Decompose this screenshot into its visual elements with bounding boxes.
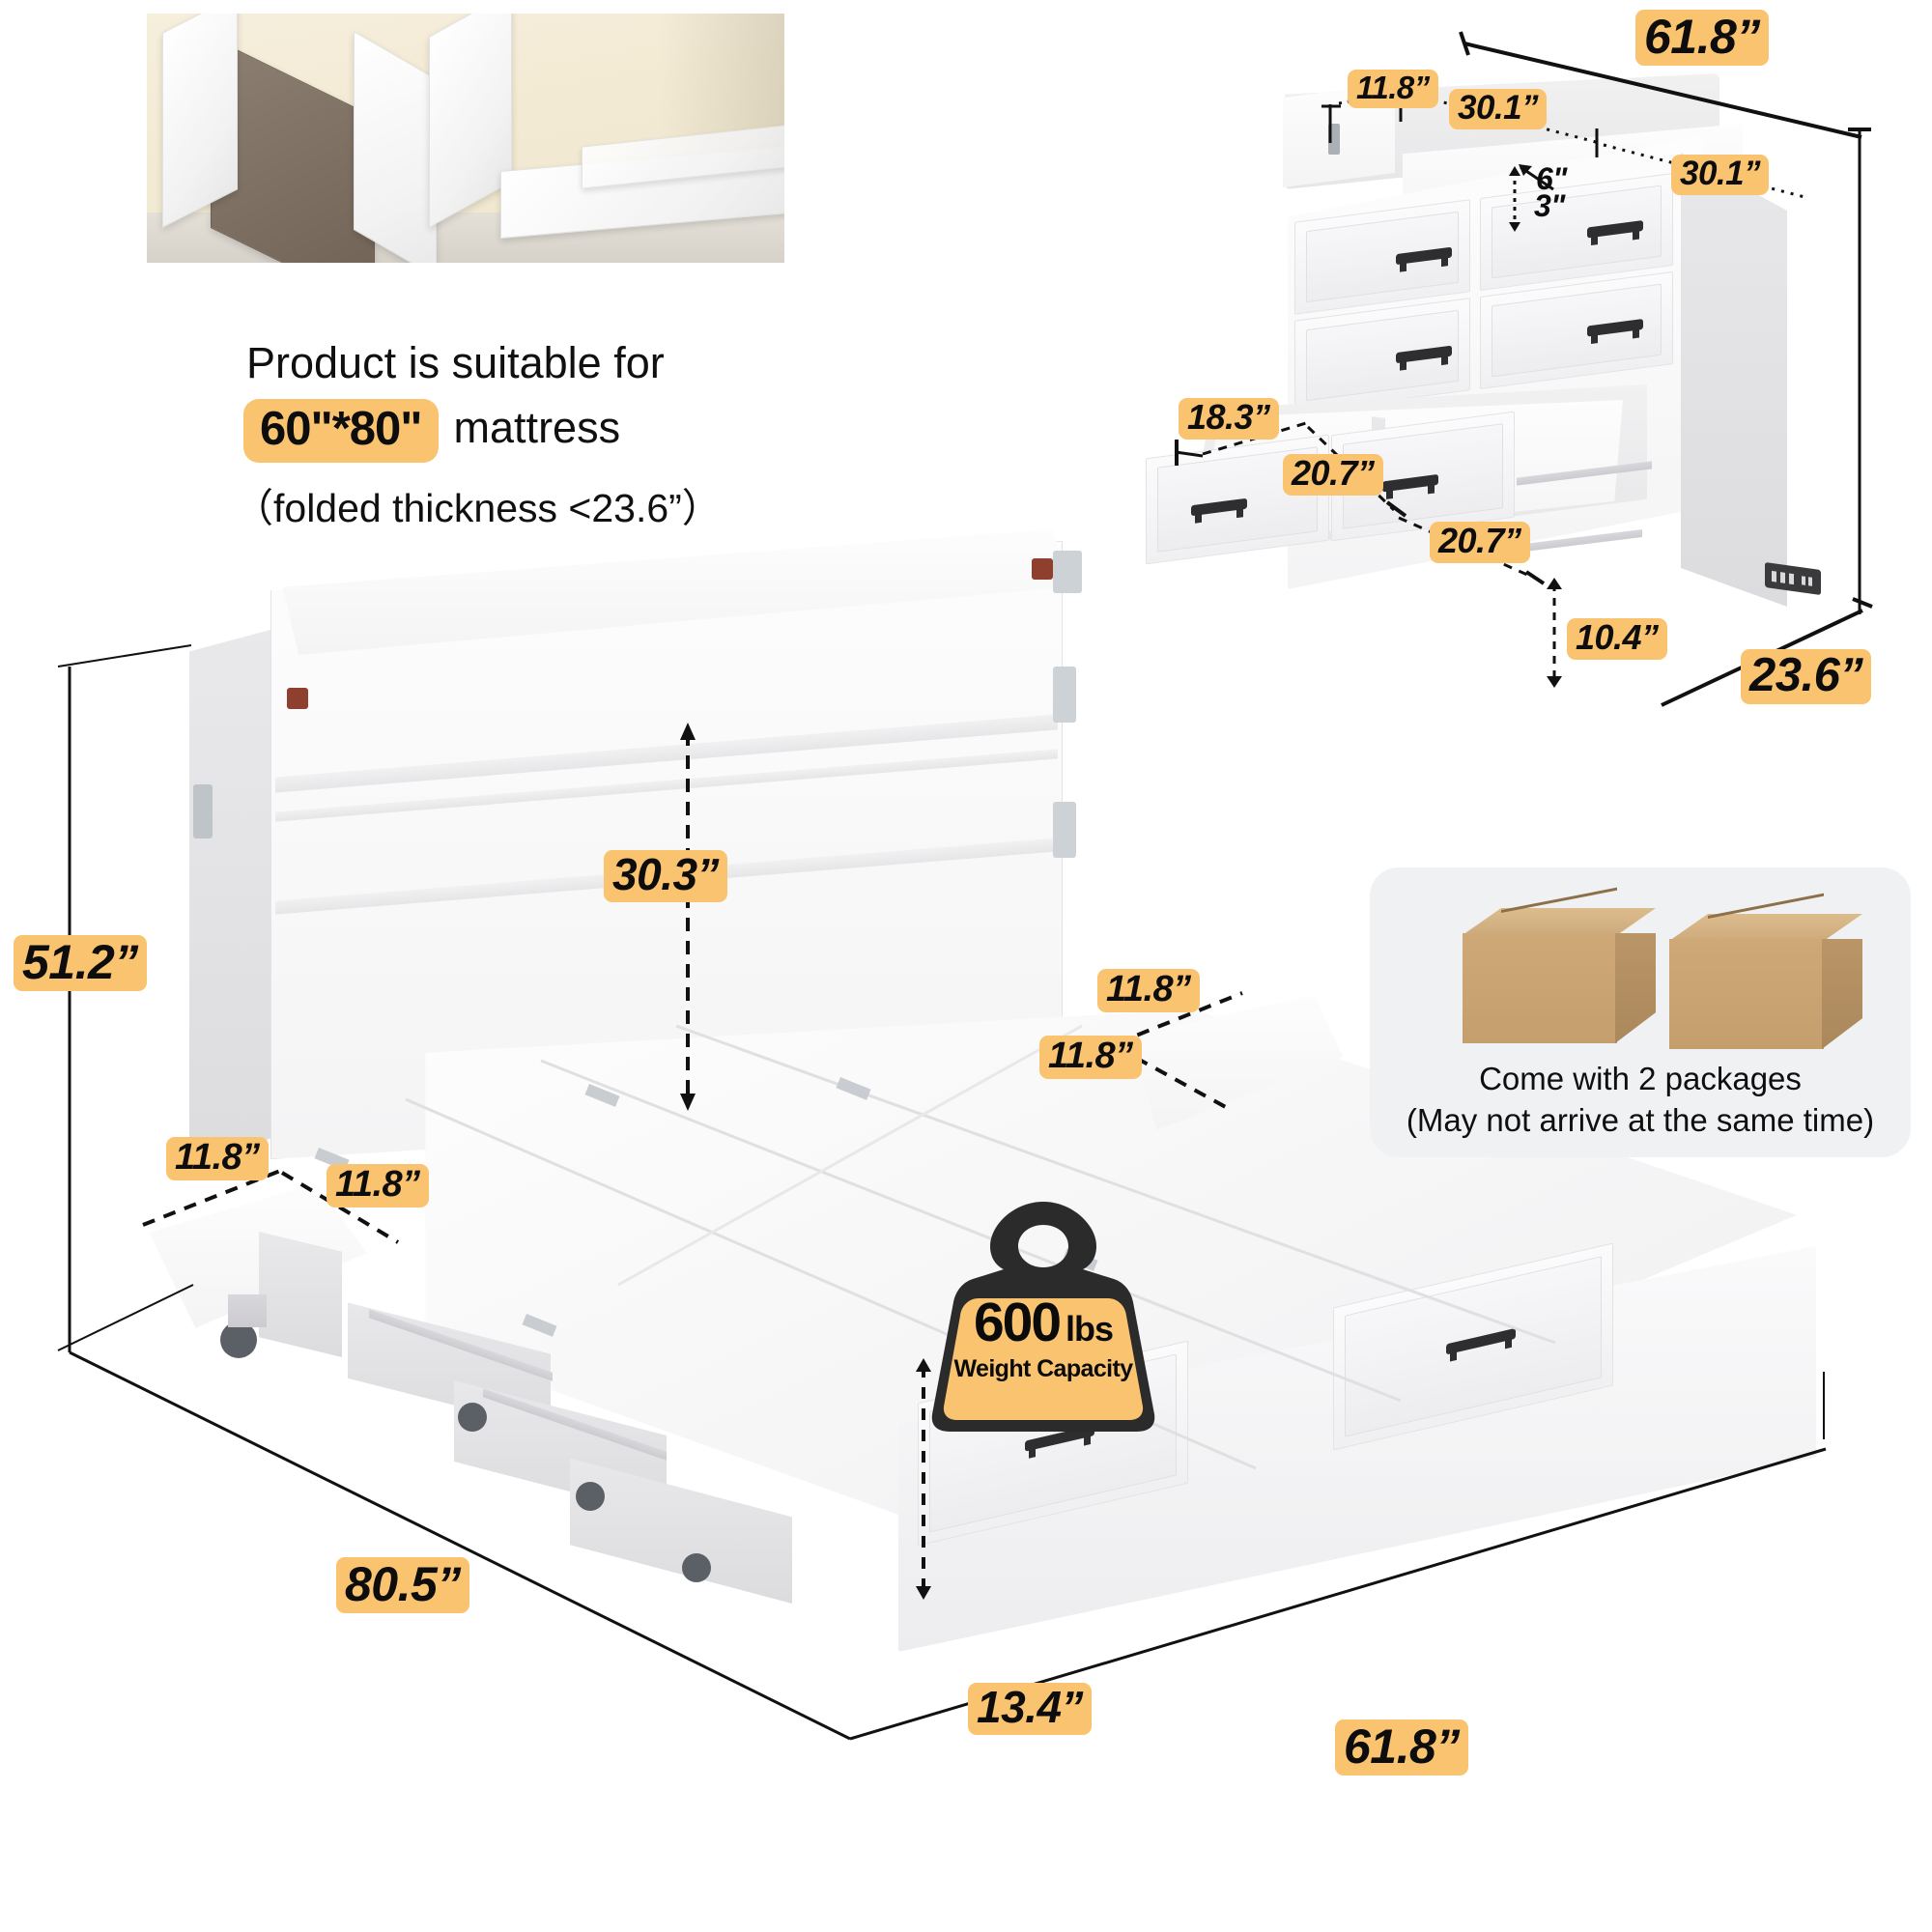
bed-left-support-column — [259, 1232, 342, 1357]
bed-lid-hinge-right — [1053, 551, 1082, 593]
dim-drawer-inner-right-20-7: 20.7” — [1430, 522, 1530, 563]
dim-base-height-13-4: 13.4” — [968, 1683, 1093, 1735]
cabinet-hinge — [1328, 124, 1340, 155]
dim-right-tray-bottom-11-8: 11.8” — [1039, 1036, 1142, 1080]
weight-unit: lbs — [1065, 1309, 1114, 1349]
dim-drawer-depth-18-3: 18.3” — [1179, 398, 1279, 440]
packages-info-panel: Come with 2 packages (May not arrive at … — [1370, 867, 1911, 1157]
outlet-socket-slot — [1789, 573, 1794, 585]
bed-storage-drawer-3 — [570, 1458, 792, 1604]
dim-shelf-span-left-30-1: 30.1” — [1449, 89, 1548, 129]
outlet-socket-slot — [1772, 570, 1776, 582]
dim-bed-width-61-8: 61.8” — [1335, 1719, 1468, 1776]
dim-headboard-30-3: 30.3” — [604, 850, 728, 902]
dim-drawer-height-10-4: 10.4” — [1567, 618, 1667, 660]
bed-caster-bracket — [228, 1294, 267, 1327]
bed-lid-bracket-right — [1032, 558, 1053, 580]
bed-drawer-caster-3 — [682, 1553, 711, 1582]
packages-line-2: (May not arrive at the same time) — [1406, 1102, 1875, 1138]
dim-shelf-span-right-30-1: 30.1” — [1671, 155, 1770, 195]
bed-left-panel-hinge — [193, 784, 213, 838]
dim-left-tray-bottom-11-8: 11.8” — [327, 1164, 429, 1208]
mattress-fold-2 — [354, 31, 437, 263]
dim-bed-height-51-2: 51.2” — [14, 935, 147, 991]
dim-drawer-inner-left-20-7: 20.7” — [1283, 454, 1383, 496]
bed-drawer-caster-2 — [576, 1482, 605, 1511]
dim-left-tray-top-11-8: 11.8” — [166, 1137, 269, 1181]
box-top-face — [1463, 908, 1656, 935]
mattress-size-line: 60"*80" mattress — [243, 399, 620, 463]
bed-lid-bracket-left — [287, 688, 308, 709]
package-box-2 — [1669, 893, 1862, 1049]
cabinet-right-side — [1681, 153, 1787, 607]
mattress-size-badge: 60"*80" — [243, 399, 439, 463]
folded-thickness-line: （folded thickness <23.6”） — [234, 486, 722, 530]
outlet-socket-slot — [1780, 572, 1785, 583]
dim-right-tray-top-11-8: 11.8” — [1097, 969, 1200, 1013]
weight-value: 600 — [973, 1292, 1062, 1353]
box-front-face — [1463, 933, 1617, 1043]
outlet-usb-slot — [1802, 576, 1805, 585]
outlet-usb-slot — [1808, 577, 1812, 586]
box-side-face — [1822, 939, 1862, 1049]
box-side-face — [1615, 933, 1656, 1043]
suitable-for-line: Product is suitable for — [246, 338, 665, 387]
weight-caption: Weight Capacity — [953, 1355, 1133, 1382]
bed-drawer-caster-1 — [458, 1403, 487, 1432]
package-box-1 — [1463, 887, 1656, 1043]
bed-side-hinge-lower — [1053, 802, 1076, 858]
dim-cabinet-width-61-8: 61.8” — [1635, 10, 1769, 66]
packages-line-1: Come with 2 packages — [1479, 1061, 1802, 1096]
dim-cabinet-depth-23-6: 23.6” — [1741, 649, 1872, 704]
mattress-size-suffix: mattress — [453, 402, 621, 452]
dim-shelf-left-11-8: 11.8” — [1348, 70, 1438, 108]
dim-shelf-height-3: 3" — [1534, 188, 1565, 223]
bed-side-hinge-upper — [1053, 667, 1076, 723]
box-front-face — [1669, 939, 1824, 1049]
dim-bed-length-80-5: 80.5” — [336, 1557, 469, 1613]
box-top-face — [1669, 914, 1862, 941]
bed-left-side-panel — [189, 630, 270, 1171]
folded-mattress-photo — [147, 14, 784, 263]
